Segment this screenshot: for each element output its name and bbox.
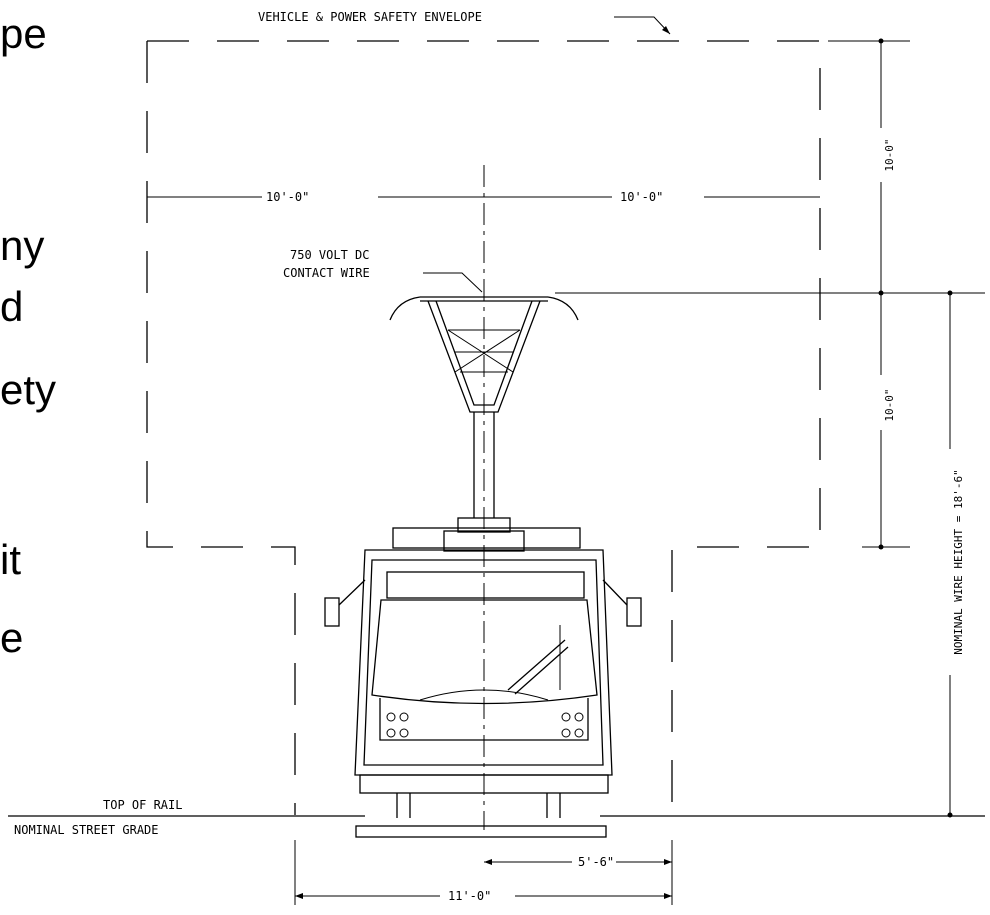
left-half-width-label: 10'-0"	[266, 190, 309, 204]
nominal-wire-height-label: NOMINAL WIRE HEIGHT = 18'-6"	[952, 469, 965, 654]
safety-envelope	[146, 40, 821, 815]
wire-clearance-label: 10-0"	[883, 388, 896, 421]
half-track-label: 5'-6"	[578, 855, 614, 869]
text-fragment-ety: ety	[0, 366, 57, 413]
pantograph	[389, 296, 579, 533]
contact-wire-label-line2: CONTACT WIRE	[283, 266, 370, 280]
top-clearance-label: 10-0"	[883, 138, 896, 171]
text-fragment-e: e	[0, 614, 24, 661]
vertical-dimensions: 10-0" 10-0" NOMINAL WIRE HEIGHT = 18'-6"	[828, 38, 965, 818]
top-of-rail-label: TOP OF RAIL	[103, 798, 182, 812]
text-fragment-it: it	[0, 536, 21, 583]
contact-wire-leader	[423, 272, 483, 293]
half-width-dimensions: 10'-0" 10'-0"	[147, 190, 820, 204]
text-fragment-ny: ny	[0, 222, 45, 269]
contact-wire-label-line1: 750 VOLT DC	[290, 248, 369, 262]
track-dimensions: 5'-6" 11'-0"	[294, 840, 673, 905]
text-fragment-d: d	[0, 283, 24, 330]
envelope-arrowhead	[662, 26, 670, 34]
envelope-label: VEHICLE & POWER SAFETY ENVELOPE	[258, 10, 482, 24]
text-fragment-pe: pe	[0, 10, 47, 57]
envelope-leader	[614, 16, 671, 35]
street-grade-label: NOMINAL STREET GRADE	[14, 823, 159, 837]
track-width-label: 11'-0"	[448, 889, 491, 903]
ground-lines: TOP OF RAIL NOMINAL STREET GRADE	[8, 798, 985, 837]
right-half-width-label: 10'-0"	[620, 190, 663, 204]
vehicle-front	[324, 527, 642, 838]
